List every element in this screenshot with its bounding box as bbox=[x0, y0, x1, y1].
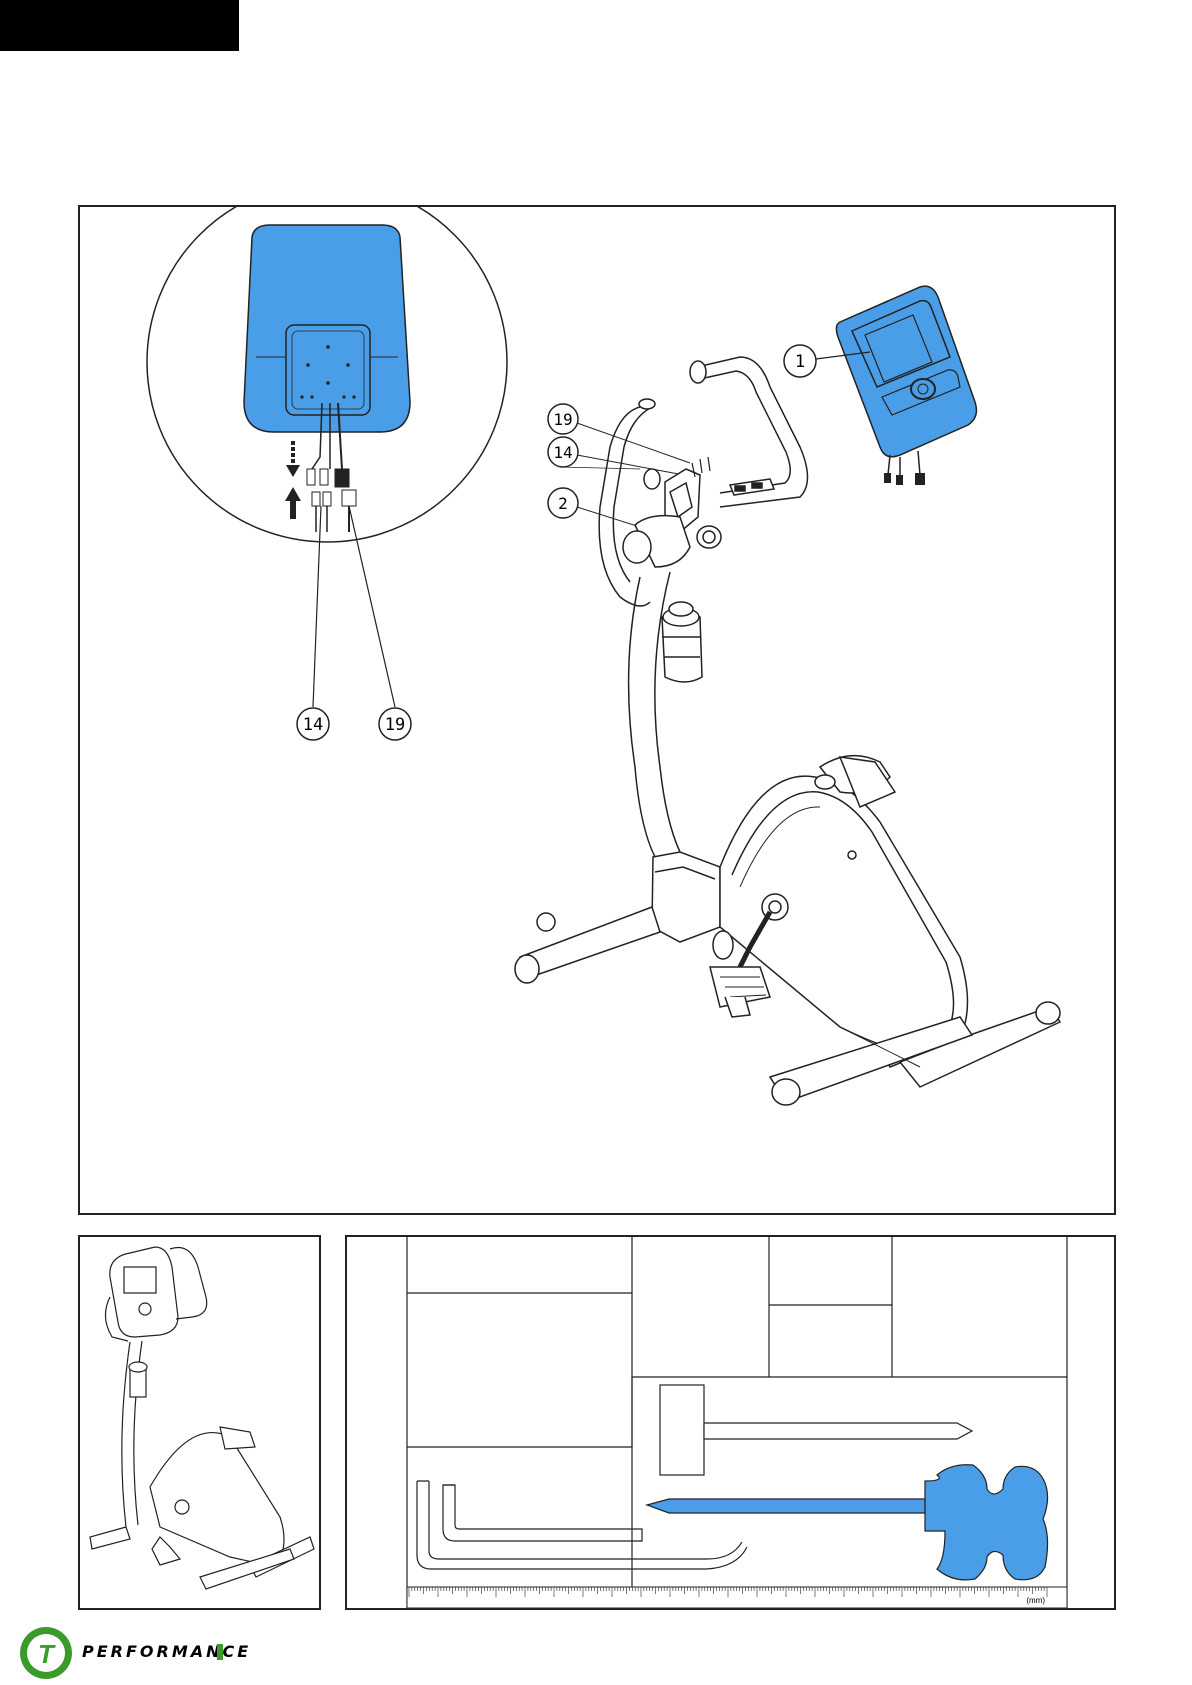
brand-name: PERFORMANCE bbox=[82, 1642, 251, 1661]
callout-19-main: 19 bbox=[548, 404, 578, 434]
console-part bbox=[836, 286, 976, 485]
screwdriver-outline bbox=[660, 1385, 972, 1475]
assembled-bike-thumbnail bbox=[80, 1237, 319, 1608]
callout-14-detail: 14 bbox=[297, 708, 329, 740]
hex-keys bbox=[417, 1481, 747, 1569]
header-black-tab bbox=[0, 0, 239, 51]
callout-19-detail: 19 bbox=[379, 708, 411, 740]
tools-kit-frame: (mm) bbox=[345, 1235, 1116, 1610]
assembly-diagram: 14 19 1 19 bbox=[80, 207, 1114, 1213]
blue-tool[interactable] bbox=[647, 1465, 1048, 1580]
exercise-bike-drawing bbox=[515, 357, 1060, 1105]
svg-text:T: T bbox=[38, 1639, 56, 1669]
svg-text:1: 1 bbox=[795, 352, 805, 372]
svg-text:(mm): (mm) bbox=[1026, 1596, 1045, 1605]
svg-text:14: 14 bbox=[553, 443, 572, 462]
tool-kit-diagram: (mm) bbox=[347, 1237, 1114, 1608]
callout-2-main: 2 bbox=[548, 488, 578, 518]
callout-1: 1 bbox=[784, 345, 816, 377]
svg-text:19: 19 bbox=[553, 410, 572, 429]
assembly-diagram-frame: 14 19 1 19 bbox=[78, 205, 1116, 1215]
brand-accent-bar bbox=[217, 1644, 223, 1660]
thumbnail-frame bbox=[78, 1235, 321, 1610]
svg-text:14: 14 bbox=[303, 715, 323, 735]
callout-14-main: 14 bbox=[548, 437, 578, 467]
svg-text:2: 2 bbox=[558, 494, 568, 513]
ruler: (mm) bbox=[407, 1587, 1067, 1608]
svg-text:19: 19 bbox=[385, 715, 405, 735]
brand-logo-icon: T bbox=[18, 1625, 74, 1681]
